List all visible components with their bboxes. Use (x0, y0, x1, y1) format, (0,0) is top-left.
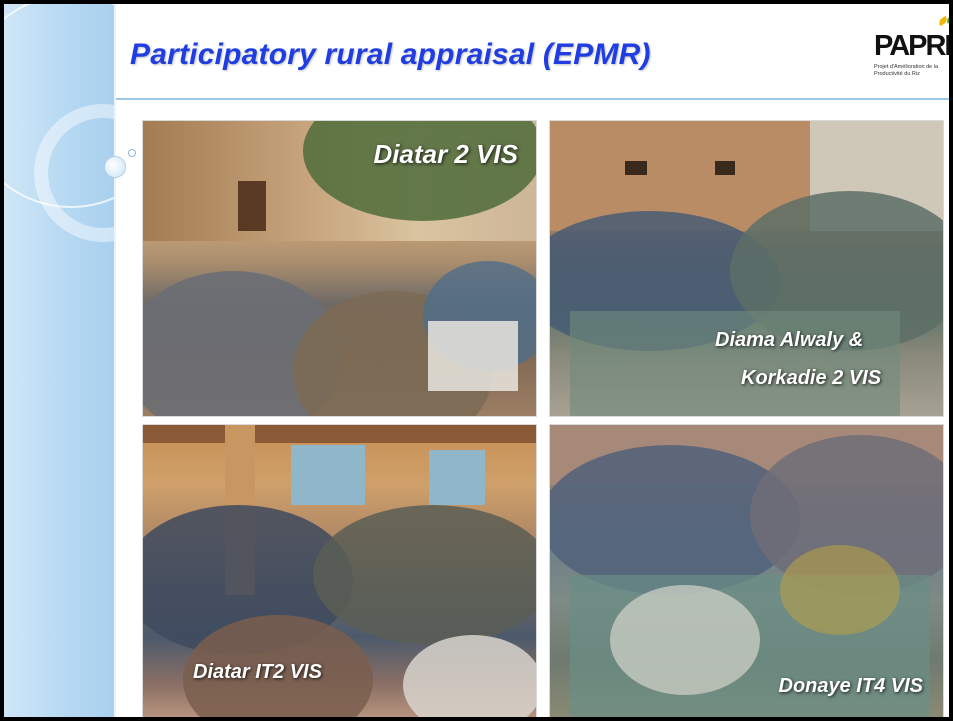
sidebar-decoration (4, 4, 178, 717)
title-underline (116, 98, 949, 100)
photo-floor-mat (570, 311, 900, 416)
photo-caption: Donaye IT4 VIS (778, 675, 924, 697)
photo-window (715, 161, 735, 175)
photo-person (403, 635, 536, 717)
papriz-logo: PAPRIZ Projet d'Amélioration de la Produ… (872, 15, 951, 91)
logo-subtitle: Projet d'Amélioration de la Productivité… (874, 64, 939, 77)
photo-person (610, 585, 760, 695)
photo-window (625, 161, 647, 175)
photo-doorway (238, 181, 266, 231)
photo-plastic-chair (428, 321, 518, 391)
photo-caption-line-2: Korkadie 2 VIS (741, 367, 882, 389)
photo-person (780, 545, 900, 635)
photo-diama-alwaly-korkadie: Diama Alwaly & Korkadie 2 VIS (549, 120, 944, 417)
photo-crowd (183, 615, 373, 717)
decorative-bubble-icon (104, 156, 126, 178)
photo-caption-line-1: Diama Alwaly & (715, 329, 864, 351)
photo-roof-beam (143, 425, 536, 443)
photo-crowd (313, 505, 536, 645)
logo-wordmark: PAPRIZ (874, 30, 951, 62)
photo-window (429, 450, 485, 505)
photo-donaye-it4: Donaye IT4 VIS (549, 424, 944, 717)
photo-diatar-it2: Diatar IT2 VIS (142, 424, 537, 717)
photo-window (291, 445, 365, 505)
sidebar-divider (114, 4, 116, 717)
decorative-small-bubble-icon (128, 149, 136, 157)
slide-title: Participatory rural appraisal (EPMR) (130, 38, 651, 71)
photo-diatar-2: Diatar 2 VIS (142, 120, 537, 417)
photo-caption: Diatar IT2 VIS (193, 661, 322, 683)
photo-caption: Diatar 2 VIS (373, 139, 518, 169)
